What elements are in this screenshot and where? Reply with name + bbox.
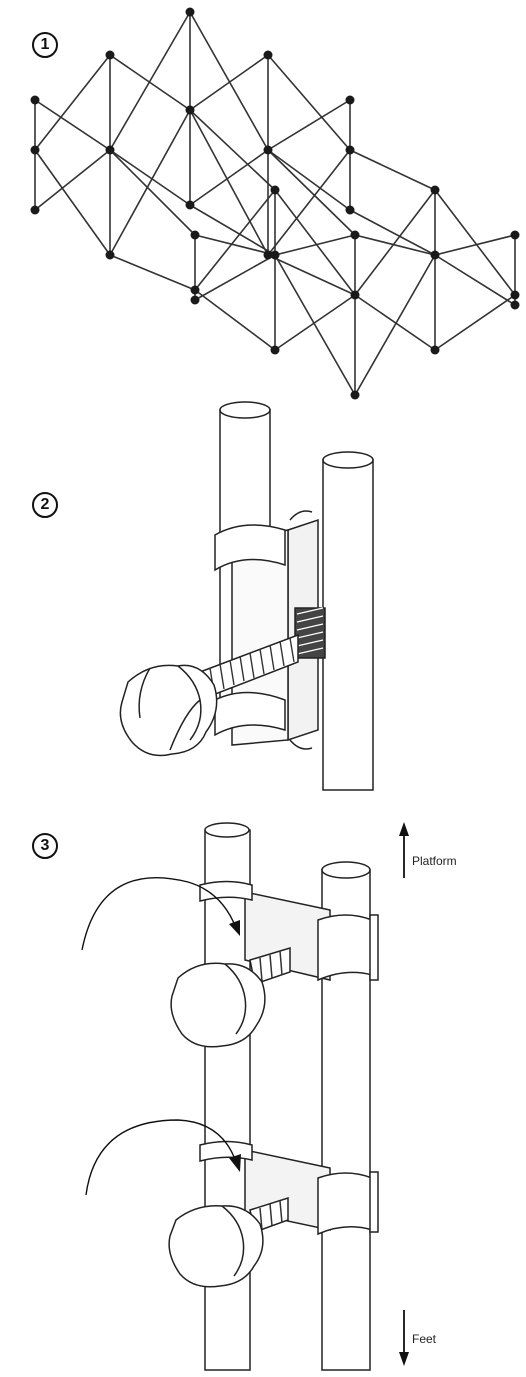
frame-joint (510, 300, 520, 310)
frame-joint (430, 250, 440, 260)
scissor-frame-illustration (30, 7, 520, 400)
frame-joint (190, 230, 200, 240)
frame-joint (263, 145, 273, 155)
frame-joint (105, 50, 115, 60)
step-3-badge: 3 (32, 833, 58, 859)
frame-joint (30, 95, 40, 105)
frame-joint (263, 50, 273, 60)
frame-joint (30, 145, 40, 155)
frame-joint (345, 205, 355, 215)
frame-joint (105, 250, 115, 260)
frame-joint (350, 230, 360, 240)
frame-joint (350, 290, 360, 300)
frame-joint (105, 145, 115, 155)
frame-joint (185, 105, 195, 115)
frame-joint (350, 390, 360, 400)
clamp-knob-illustration (119, 401, 374, 791)
frame-joint (270, 185, 280, 195)
frame-joint (345, 145, 355, 155)
step-2-badge: 2 (32, 492, 58, 518)
feet-label: Feet (412, 1332, 437, 1346)
double-clamp-illustration (81, 822, 409, 1371)
frame-joint (185, 200, 195, 210)
frame-joint (510, 290, 520, 300)
frame-joint (30, 205, 40, 215)
step-2: 2 (0, 400, 526, 800)
frame-joint (263, 250, 273, 260)
frame-joint (430, 345, 440, 355)
frame-joint (185, 7, 195, 17)
step-1-badge: 1 (32, 32, 58, 58)
frame-joint (430, 185, 440, 195)
step-3: 3 Platform (0, 800, 526, 1377)
frame-joint (510, 230, 520, 240)
frame-joint (270, 250, 280, 260)
frame-joint (190, 285, 200, 295)
frame-joint (190, 295, 200, 305)
platform-label: Platform (412, 854, 457, 868)
frame-joint (345, 95, 355, 105)
step-1: 1 (0, 0, 526, 410)
frame-joint (270, 345, 280, 355)
